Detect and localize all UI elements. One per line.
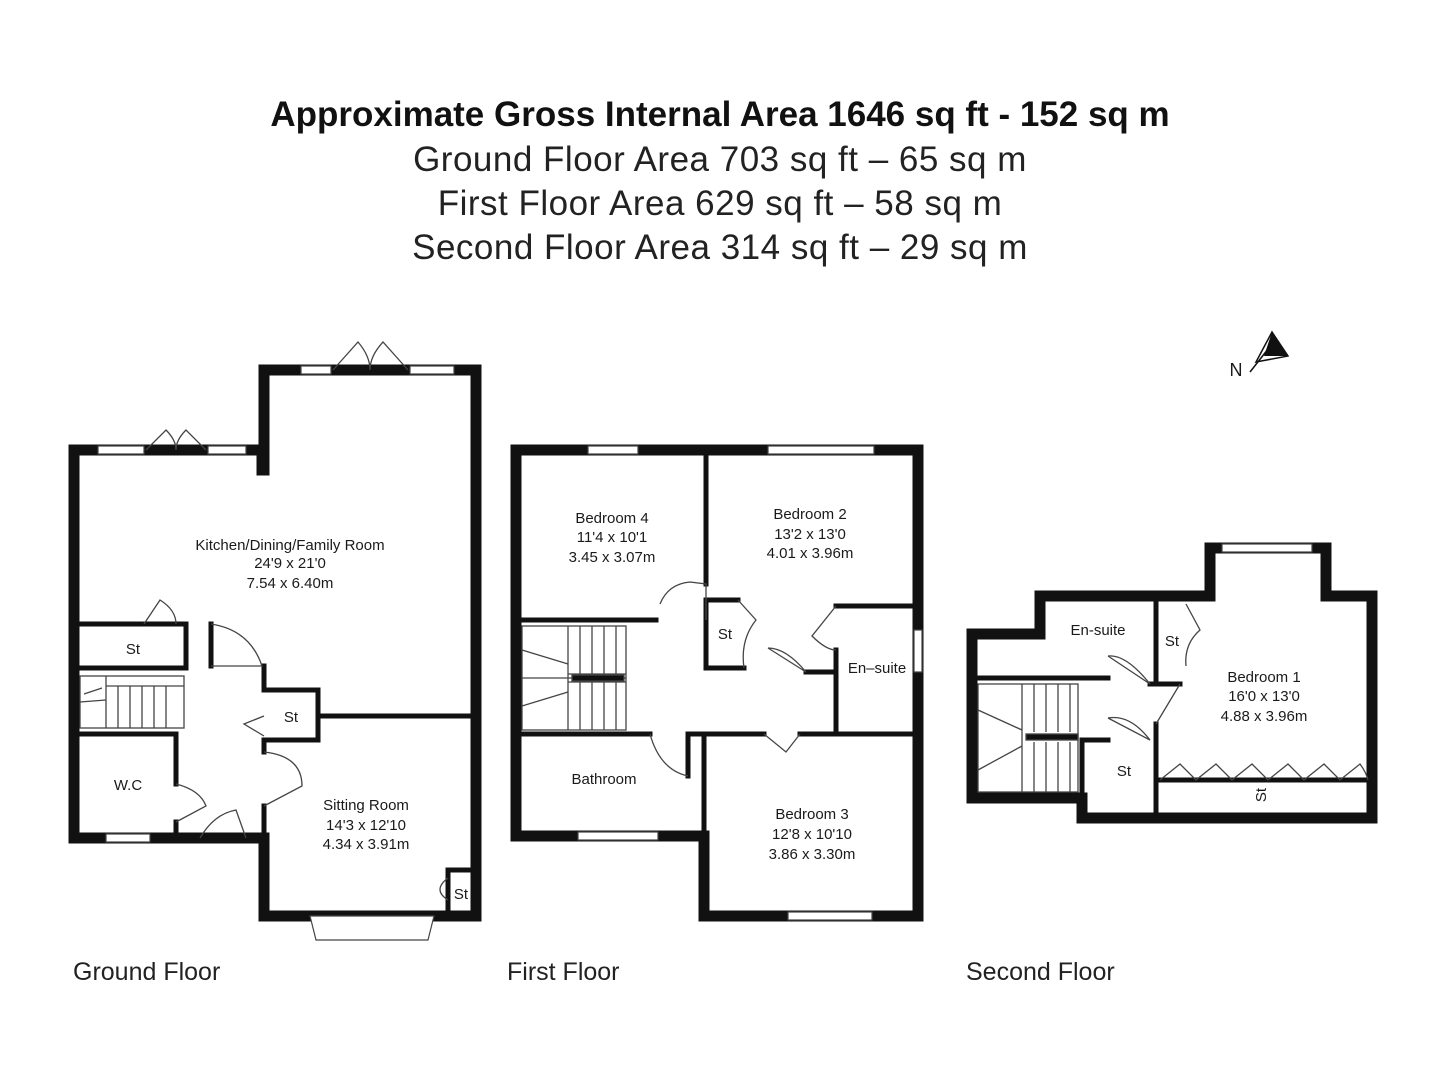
second-floor-area: Second Floor Area 314 sq ft – 29 sq m bbox=[412, 228, 1028, 267]
area-header: Approximate Gross Internal Area 1646 sq … bbox=[0, 92, 1440, 270]
second-ensuite: En-suite bbox=[1070, 622, 1125, 639]
bed2-name: Bedroom 2 bbox=[773, 506, 846, 523]
second-floor-plan: En-suite St Bedroom 1 16'0 x 13'0 4.88 x… bbox=[966, 542, 1378, 824]
second-store-1: St bbox=[1165, 633, 1180, 650]
bed2-metric: 4.01 x 3.96m bbox=[767, 545, 854, 562]
ground-store-1: St bbox=[126, 641, 141, 658]
wc-label: W.C bbox=[114, 777, 142, 794]
kitchen-name: Kitchen/Dining/Family Room bbox=[195, 537, 384, 554]
ground-store-2: St bbox=[284, 709, 299, 726]
second-store-3: St bbox=[1253, 787, 1270, 802]
kitchen-metric: 7.54 x 6.40m bbox=[247, 575, 334, 592]
bed4-metric: 3.45 x 3.07m bbox=[569, 549, 656, 566]
bed3-metric: 3.86 x 3.30m bbox=[769, 846, 856, 863]
bed4-name: Bedroom 4 bbox=[575, 510, 648, 527]
bed1-metric: 4.88 x 3.96m bbox=[1221, 708, 1308, 725]
bed3-imperial: 12'8 x 10'10 bbox=[772, 826, 852, 843]
bed1-imperial: 16'0 x 13'0 bbox=[1228, 688, 1300, 705]
ground-floor-area: Ground Floor Area 703 sq ft – 65 sq m bbox=[413, 140, 1027, 179]
bed4-imperial: 11'4 x 10'1 bbox=[577, 529, 648, 546]
ground-store-3: St bbox=[454, 886, 469, 903]
first-floor-area: First Floor Area 629 sq ft – 58 sq m bbox=[437, 184, 1003, 223]
second-store-2: St bbox=[1117, 763, 1132, 780]
ground-floor-label: Ground Floor bbox=[73, 958, 221, 986]
bed3-name: Bedroom 3 bbox=[775, 806, 848, 823]
sitting-imperial: 14'3 x 12'10 bbox=[326, 817, 406, 834]
first-store: St bbox=[718, 626, 733, 643]
compass-label: N bbox=[1230, 360, 1243, 380]
bed2-imperial: 13'2 x 13'0 bbox=[774, 526, 846, 543]
first-floor-label: First Floor bbox=[507, 958, 620, 986]
sitting-metric: 4.34 x 3.91m bbox=[323, 836, 410, 853]
second-floor-label: Second Floor bbox=[966, 958, 1115, 986]
bathroom-label: Bathroom bbox=[571, 771, 636, 788]
bed1-name: Bedroom 1 bbox=[1227, 669, 1300, 686]
gross-area-title: Approximate Gross Internal Area 1646 sq … bbox=[270, 95, 1170, 134]
north-compass-icon: N bbox=[1230, 330, 1290, 380]
ground-floor-plan: Kitchen/Dining/Family Room 24'9 x 21'0 7… bbox=[68, 341, 482, 941]
sitting-name: Sitting Room bbox=[323, 797, 409, 814]
first-ensuite: En–suite bbox=[848, 660, 906, 677]
first-floor-plan: Bedroom 4 11'4 x 10'1 3.45 x 3.07m Bedro… bbox=[510, 444, 924, 922]
kitchen-imperial: 24'9 x 21'0 bbox=[254, 555, 326, 572]
